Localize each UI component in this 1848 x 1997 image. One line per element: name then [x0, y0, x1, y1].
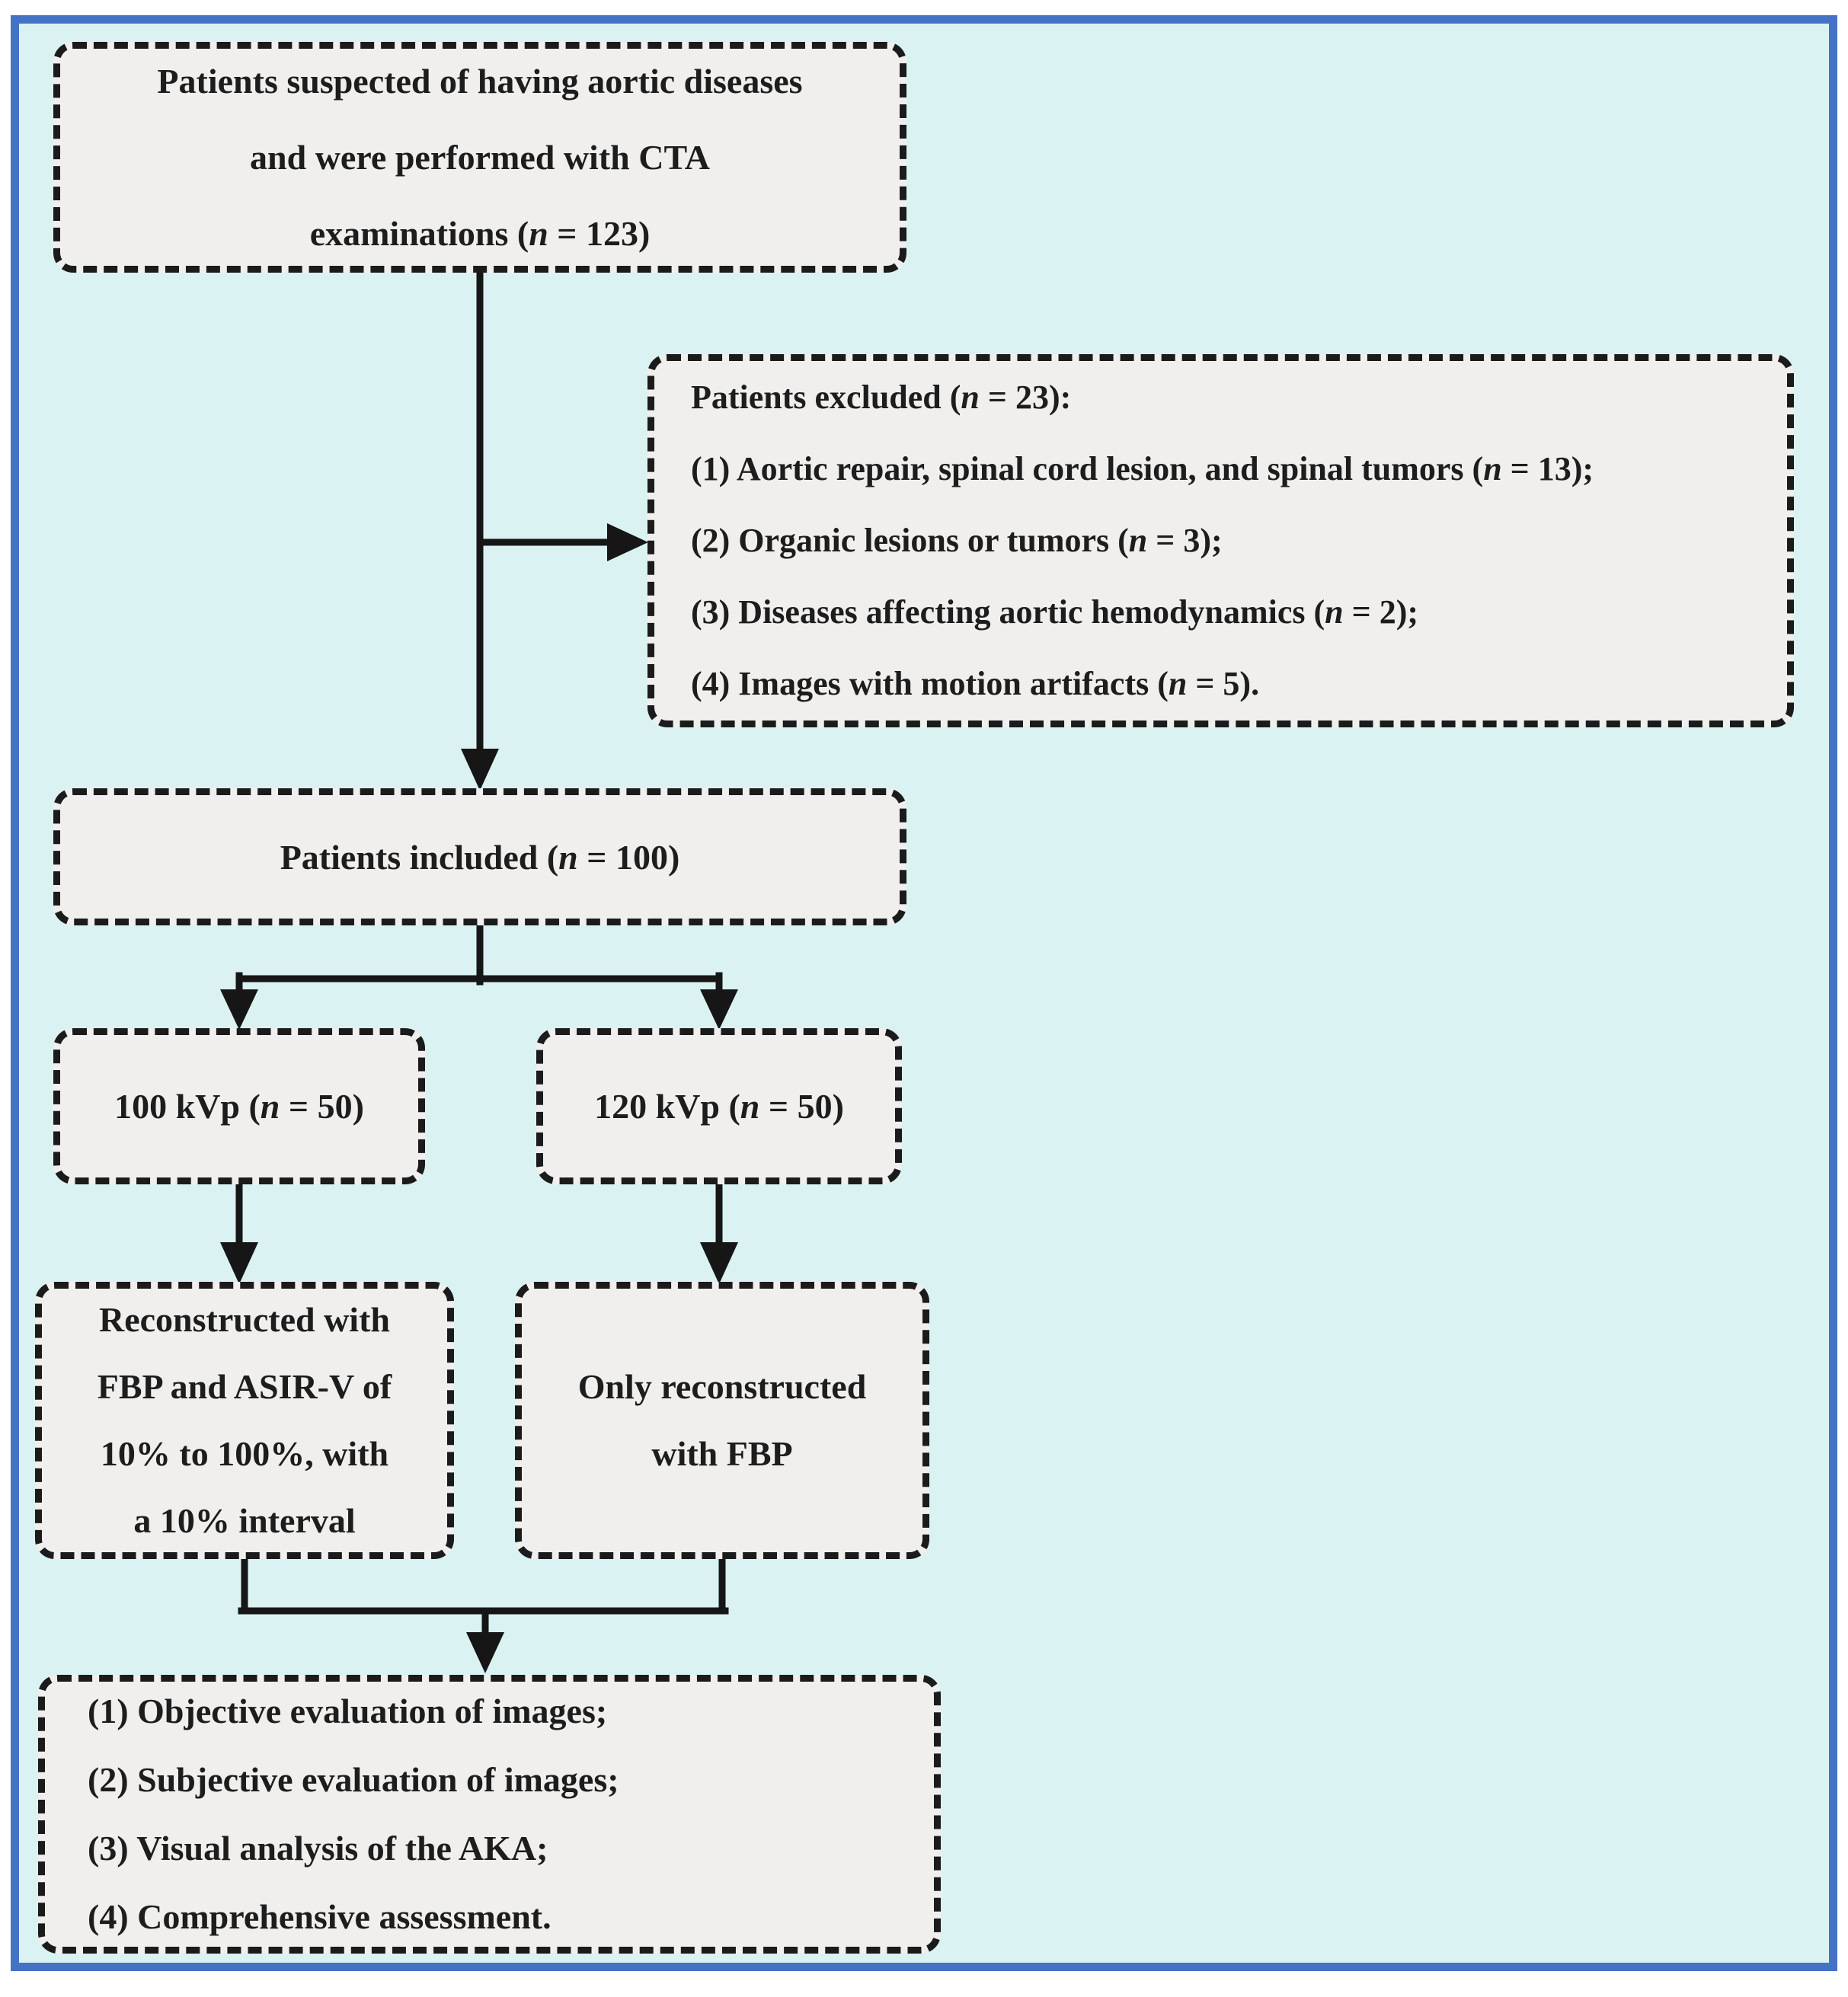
text-line: (4) Images with motion artifacts (n = 5)…	[691, 665, 1260, 702]
node-label: 100 kVp (n = 50)	[114, 1087, 364, 1126]
text-line: (2) Subjective evaluation of images;	[88, 1760, 619, 1799]
text-line: a 10% interval	[133, 1501, 356, 1540]
node-suspected-cta: Patients suspected of having aortic dise…	[53, 42, 906, 273]
text-line: Patients suspected of having aortic dise…	[157, 61, 803, 101]
node-100kvp-group: 100 kVp (n = 50)	[53, 1028, 425, 1184]
node-120kvp-group: 120 kVp (n = 50)	[536, 1028, 902, 1184]
node-evaluation-list: (1) Objective evaluation of images; (2) S…	[38, 1675, 941, 1954]
text-line: (3) Visual analysis of the AKA;	[88, 1829, 548, 1868]
text-line: (4) Comprehensive assessment.	[88, 1897, 552, 1936]
node-recon-fbp-only: Only reconstructed with FBP	[515, 1282, 929, 1559]
text-line: examinations (n = 123)	[309, 213, 651, 253]
text-line: (3) Diseases affecting aortic hemodynami…	[691, 593, 1419, 631]
text-line: Reconstructed with	[99, 1300, 390, 1339]
node-patients-excluded: Patients excluded (n = 23): (1) Aortic re…	[647, 354, 1794, 727]
node-patients-included: Patients included (n = 100)	[53, 788, 906, 925]
text-line: with FBP	[651, 1434, 793, 1473]
text-line: and were performed with CTA	[250, 137, 710, 177]
node-label: 120 kVp (n = 50)	[594, 1087, 844, 1126]
node-label: Patients included (n = 100)	[280, 837, 680, 877]
text-line: (2) Organic lesions or tumors (n = 3);	[691, 522, 1223, 559]
text-line: (1) Aortic repair, spinal cord lesion, a…	[691, 450, 1594, 487]
text-line: Only reconstructed	[577, 1367, 867, 1406]
diagram-frame	[11, 15, 1837, 1971]
text-line: FBP and ASIR-V of	[97, 1367, 392, 1406]
text-line: (1) Objective evaluation of images;	[88, 1692, 608, 1730]
text-line: 10% to 100%, with	[100, 1434, 389, 1473]
text-line: Patients excluded (n = 23):	[691, 379, 1072, 416]
